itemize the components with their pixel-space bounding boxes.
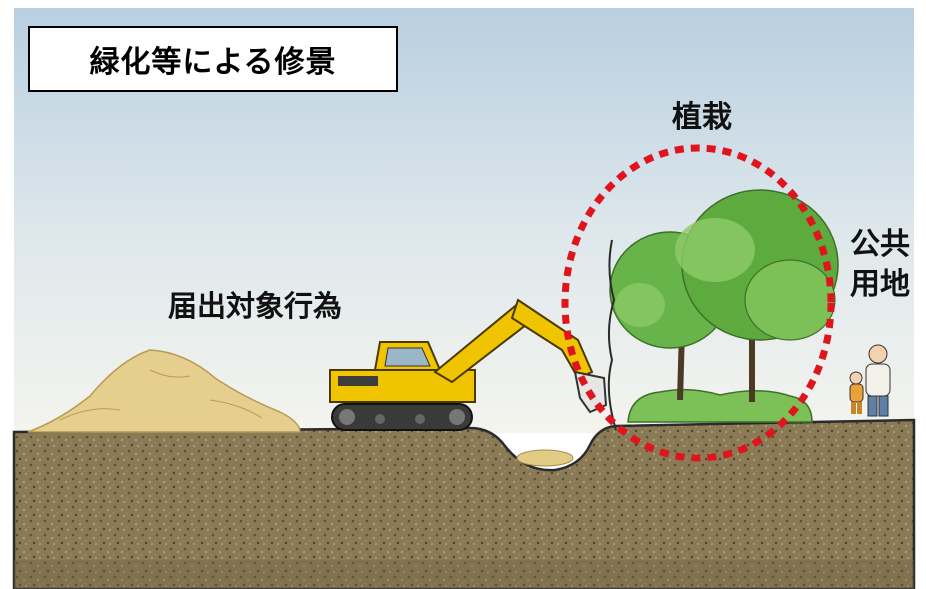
pit-dirt [516, 449, 574, 467]
public-land-label-line2: 用地 [850, 267, 910, 302]
people-figures [849, 344, 891, 417]
dirt-pile [27, 349, 301, 433]
tree-canopy [609, 189, 839, 349]
planting-label: 植栽 [672, 100, 732, 135]
public-land-label-line1: 公共 [850, 227, 910, 262]
shrub-hedge [627, 388, 813, 423]
ground-shadow-strip [14, 560, 914, 589]
notified-action-label: 届出対象行為 [168, 289, 343, 323]
title-box: 緑化等による修景 [28, 26, 398, 92]
ground-soil [12, 418, 916, 589]
planting-highlight-circle [561, 144, 835, 462]
vine-fence [607, 239, 617, 431]
title-text: 緑化等による修景 [89, 45, 337, 80]
